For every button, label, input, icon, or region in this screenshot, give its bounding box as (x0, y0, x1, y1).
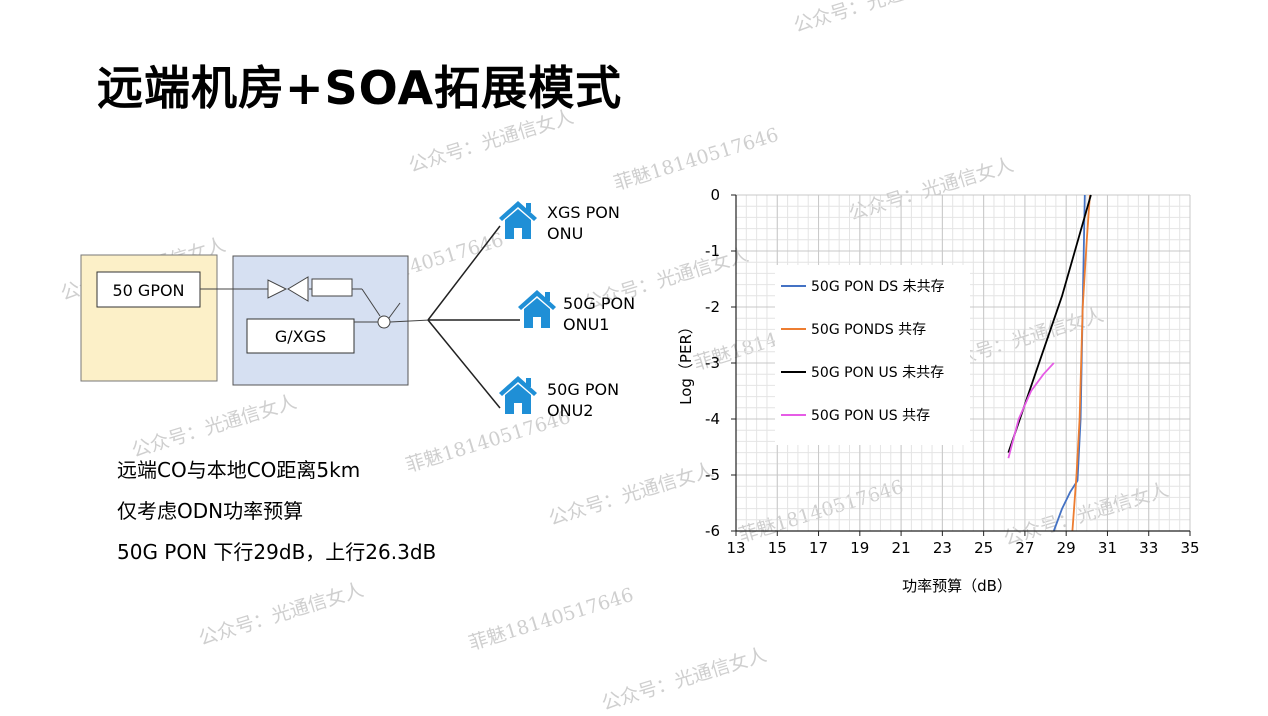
chart-legend: 50G PON DS 未共存 50G PONDS 共存 50G PON US 未共存… (775, 265, 970, 445)
y-axis-label: Log（PER） (677, 319, 695, 405)
series-line (1007, 362, 1055, 459)
y-tick-label: -5 (705, 466, 720, 484)
network-diagram: 50 GPON G/XGS XGS PON ONU 50G PON ONU1 5… (80, 201, 635, 420)
gxgs-label: G/XGS (275, 327, 326, 346)
x-tick-label: 31 (1098, 539, 1117, 557)
note-line: 远端CO与本地CO距离5km (117, 458, 361, 482)
onu-label: 50G PON (563, 294, 635, 313)
notes: 远端CO与本地CO距离5km 仅考虑ODN功率预算 50G PON 下行29dB… (117, 450, 436, 573)
x-tick-label: 15 (768, 539, 787, 557)
x-tick-label: 17 (809, 539, 828, 557)
combiner-icon (377, 315, 391, 329)
chart-series (1007, 194, 1092, 532)
house-icon (499, 201, 537, 239)
onu-label: ONU1 (563, 315, 609, 334)
note-line: 仅考虑ODN功率预算 (117, 499, 304, 523)
olt-50gpon-box (96, 271, 201, 308)
x-axis-label: 功率预算（dB） (902, 577, 1012, 595)
x-tick-label: 35 (1180, 539, 1199, 557)
legend-label: 50G PON US 未共存 (811, 365, 944, 381)
watermark: 公众号：光通信女人 (791, 0, 962, 37)
onu-label: ONU (547, 224, 583, 243)
olt-50gpon-label: 50 GPON (112, 281, 184, 300)
y-tick-label: -3 (705, 354, 720, 372)
onu-label: 50G PON (547, 380, 619, 399)
x-tick-label: 33 (1139, 539, 1158, 557)
onu-label: XGS PON (547, 203, 620, 222)
x-tick-label: 13 (726, 539, 745, 557)
house-icon (499, 376, 537, 414)
note-line: 50G PON 下行29dB，上行26.3dB (117, 540, 437, 564)
y-tick-label: -4 (705, 410, 720, 428)
x-tick-label: 29 (1057, 539, 1076, 557)
chart-axes: 13 15 17 19 21 23 25 27 29 31 33 35 0 -1 -2 -3 -4 -5 -6 (705, 186, 1200, 557)
onu-label: ONU2 (547, 401, 593, 420)
soa-amplifier-icon (267, 276, 309, 302)
filter-box (311, 278, 353, 297)
watermark: 菲魅18140517646 (466, 583, 637, 655)
x-tick-label: 25 (974, 539, 993, 557)
page-title: 远端机房+SOA拓展模式 (97, 61, 623, 115)
legend-box (775, 265, 970, 445)
x-tick-label: 27 (1015, 539, 1034, 557)
y-tick-label: -1 (705, 242, 720, 260)
watermark: 公众号：光通信女人 (599, 643, 770, 715)
legend-label: 50G PON DS 未共存 (811, 279, 945, 295)
legend-label: 50G PON US 共存 (811, 408, 930, 424)
x-tick-label: 23 (933, 539, 952, 557)
y-tick-label: 0 (710, 186, 720, 204)
x-tick-label: 21 (892, 539, 911, 557)
x-tick-label: 19 (850, 539, 869, 557)
house-icon (518, 290, 556, 328)
watermark: 公众号：光通信女人 (196, 578, 367, 650)
y-tick-label: -6 (705, 522, 720, 540)
legend-label: 50G PONDS 共存 (811, 322, 926, 338)
gxgs-box (246, 318, 355, 354)
y-tick-label: -2 (705, 298, 720, 316)
per-chart: 13 15 17 19 21 23 25 27 29 31 33 35 0 -1 -2 -3 -4 -5 -6 50… (677, 186, 1200, 595)
series-line (1071, 194, 1091, 532)
